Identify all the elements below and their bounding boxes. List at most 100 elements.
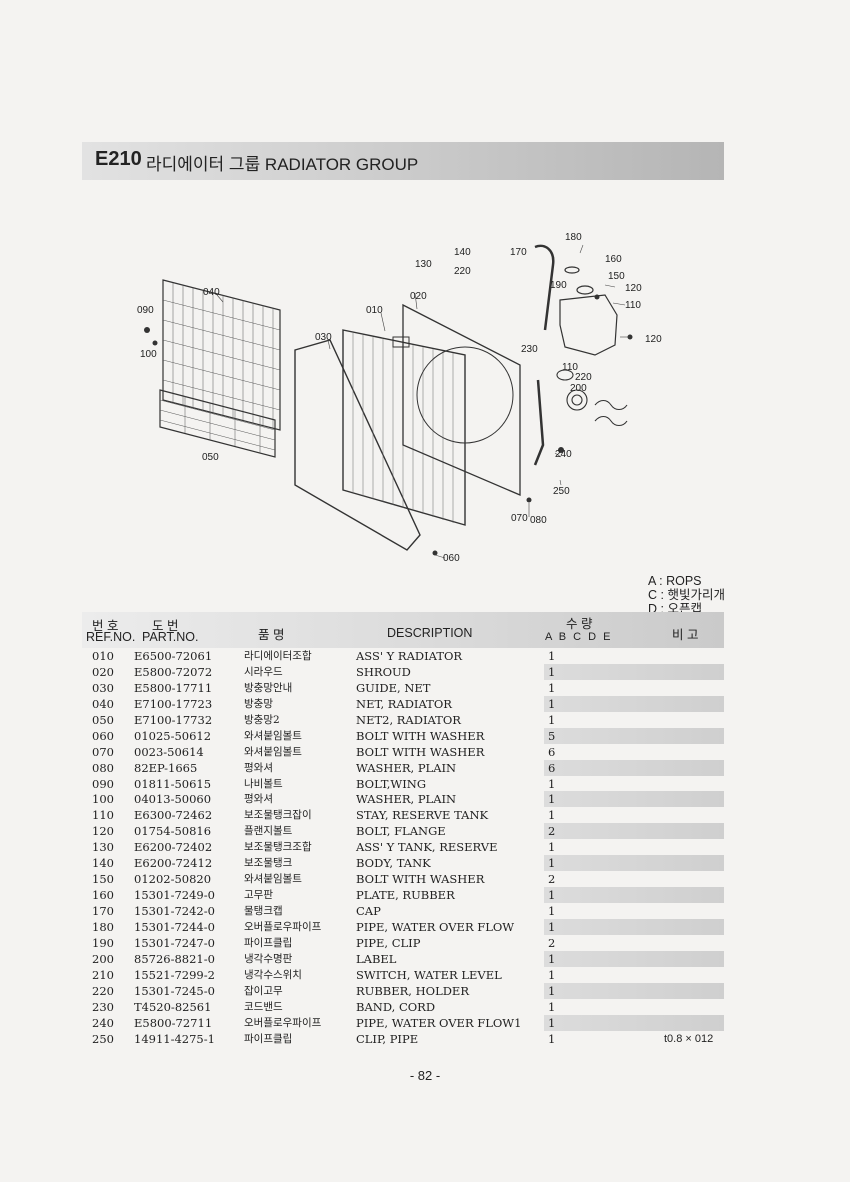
callout-250: 250 <box>553 486 570 497</box>
header-name-kor: 품 명 <box>258 628 285 642</box>
korean-name-cell: 방충망 <box>244 697 273 710</box>
quantity-cell: 1 <box>548 1031 556 1046</box>
description-cell: CAP <box>356 904 381 918</box>
korean-name-cell: 냉각수명판 <box>244 952 293 965</box>
description-cell: STAY, RESERVE TANK <box>356 808 489 823</box>
korean-name-cell: 코드밴드 <box>244 1000 283 1013</box>
korean-name-cell: 냉각수스위치 <box>244 968 302 981</box>
ref-no-cell: 150 <box>92 872 114 887</box>
ref-no-cell: 220 <box>92 983 114 998</box>
quantity-cell: 2 <box>548 824 556 839</box>
part-no-cell: 01202-50820 <box>134 872 212 887</box>
callout-050: 050 <box>202 452 219 463</box>
korean-name-cell: 나비볼트 <box>244 777 283 790</box>
overflow-pipe-240 <box>533 379 545 466</box>
description-cell: PIPE, WATER OVER FLOW <box>356 919 515 934</box>
guide-net-030 <box>294 339 421 551</box>
description-cell: SHROUD <box>356 664 411 679</box>
part-no-cell: 85726-8821-0 <box>134 951 215 966</box>
part-no-cell: 15301-7249-0 <box>134 888 215 903</box>
description-cell: WASHER, PLAIN <box>356 792 457 807</box>
quantity-cell: 1 <box>548 983 556 998</box>
ref-no-cell: 250 <box>92 1031 114 1046</box>
exploded-parts-diagram: 040 090 100 030 010 020 050 060 070 080 … <box>137 232 662 564</box>
ref-no-cell: 190 <box>92 935 114 950</box>
callout-140: 140 <box>454 247 471 258</box>
ref-no-cell: 100 <box>92 792 114 807</box>
ref-no-cell: 060 <box>92 728 114 743</box>
quantity-cell: 1 <box>548 664 556 679</box>
korean-name-cell: 와셔붙임볼트 <box>244 729 302 742</box>
callout-110b: 110 <box>562 362 578 373</box>
ref-no-cell: 080 <box>92 760 114 775</box>
header-description: DESCRIPTION <box>387 626 473 640</box>
quantity-cell: 1 <box>548 904 556 918</box>
callout-120b: 120 <box>645 334 662 345</box>
quantity-cell: 1 <box>548 776 556 791</box>
description-cell: BOLT WITH WASHER <box>356 728 485 743</box>
quantity-cell: 2 <box>548 935 556 950</box>
ref-no-cell: 170 <box>92 904 114 918</box>
part-no-cell: 15301-7245-0 <box>134 983 215 998</box>
ref-no-cell: 160 <box>92 888 114 903</box>
description-cell: BOLT WITH WASHER <box>356 744 485 759</box>
quantity-cell: 1 <box>548 649 556 663</box>
quantity-cell: 1 <box>548 808 556 823</box>
description-cell: BOLT,WING <box>356 776 427 791</box>
water-level-switch-210 <box>556 369 628 427</box>
part-no-cell: E7100-17723 <box>134 696 213 711</box>
ref-no-cell: 140 <box>92 856 114 871</box>
header-qty-cols: A B C D E <box>545 631 611 643</box>
callout-020: 020 <box>410 291 427 302</box>
radiator-net-040 <box>162 279 281 431</box>
ref-no-cell: 130 <box>92 840 114 855</box>
description-cell: NET, RADIATOR <box>356 696 452 711</box>
part-no-cell: 01754-50816 <box>134 824 212 839</box>
diagram-callouts: 040 090 100 030 010 020 050 060 070 080 … <box>137 232 662 564</box>
callout-220a: 220 <box>454 266 471 277</box>
part-no-cell: 01811-50615 <box>134 776 212 791</box>
ref-no-cell: 240 <box>92 1015 114 1030</box>
callout-200: 190 <box>550 280 567 291</box>
korean-name-cell: 방충망안내 <box>244 681 293 694</box>
ref-no-cell: 180 <box>92 919 114 934</box>
header-part-kor: 도 번 <box>152 619 179 633</box>
ref-no-cell: 030 <box>92 680 114 695</box>
description-cell: RUBBER, HOLDER <box>356 983 469 998</box>
callout-180: 170 <box>510 247 527 258</box>
bolt-group <box>144 294 633 556</box>
reserve-tank-140 <box>559 266 618 356</box>
ref-no-cell: 110 <box>92 808 114 823</box>
part-no-cell: E6300-72462 <box>134 808 213 823</box>
description-cell: SWITCH, WATER LEVEL <box>356 967 502 982</box>
quantity-cell: 1 <box>548 951 556 966</box>
quantity-cell: 1 <box>548 888 556 903</box>
quantity-cell: 1 <box>548 792 556 807</box>
part-no-cell: 15301-7247-0 <box>134 935 215 950</box>
quantity-cell: 1 <box>548 967 556 982</box>
callout-010: 010 <box>366 305 383 316</box>
callout-120a: 120 <box>625 283 642 294</box>
callout-040: 040 <box>203 287 220 298</box>
ref-no-cell: 230 <box>92 999 114 1014</box>
description-cell: BOLT WITH WASHER <box>356 872 485 887</box>
callout-170: 160 <box>605 254 622 265</box>
description-cell: WASHER, PLAIN <box>356 760 457 775</box>
korean-name-cell: 와셔붙임볼트 <box>244 745 302 758</box>
quantity-cell: 6 <box>548 760 556 775</box>
quantity-cell: 2 <box>548 872 556 887</box>
part-no-cell: E5800-72711 <box>134 1015 213 1030</box>
ref-no-cell: 070 <box>92 744 114 759</box>
